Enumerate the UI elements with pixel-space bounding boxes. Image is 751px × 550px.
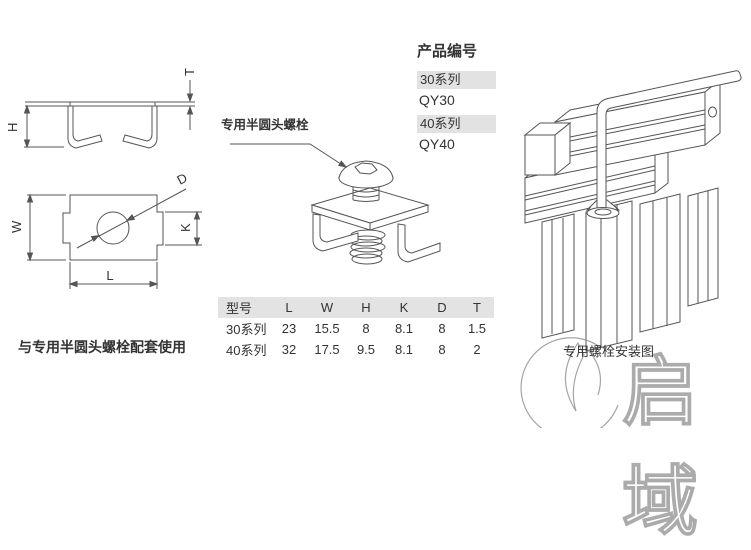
center-hole bbox=[96, 211, 130, 245]
col-header-h: H bbox=[361, 300, 371, 315]
cell-t: 2 bbox=[473, 342, 481, 357]
cell-l: 23 bbox=[281, 321, 297, 336]
col-header-w: W bbox=[320, 300, 334, 315]
brand-watermark-text: 启域 bbox=[621, 349, 708, 545]
bolt-neck-threads bbox=[352, 186, 380, 202]
bolt-funnel-rim bbox=[586, 205, 620, 219]
cell-w: 17.5 bbox=[314, 342, 340, 357]
vertical-profiles bbox=[541, 187, 719, 352]
profile-end-cube bbox=[523, 121, 572, 177]
logo-inner-arc bbox=[587, 349, 601, 396]
cell-d: 8 bbox=[438, 342, 446, 357]
cell-d: 8 bbox=[438, 321, 446, 336]
cell-k: 8.1 bbox=[394, 342, 414, 357]
hex-socket bbox=[354, 162, 378, 175]
installation-3d-drawing bbox=[523, 70, 742, 352]
series-badge-40: 40系列 bbox=[417, 115, 496, 133]
clip-plate bbox=[310, 187, 430, 231]
bolt-head bbox=[338, 160, 394, 189]
series-code-30: QY30 bbox=[419, 92, 455, 108]
logo-swoosh bbox=[564, 341, 585, 412]
hex-key bbox=[596, 70, 742, 209]
clip-side-profile bbox=[25, 101, 195, 149]
table-row: 40系列 32 17.5 9.5 8.1 8 2 bbox=[218, 339, 494, 360]
bolt-callout-label: 专用半圆头螺栓 bbox=[221, 118, 309, 132]
dim-label-t: T bbox=[182, 68, 197, 76]
dimension-w: W bbox=[9, 193, 66, 262]
table-row: 30系列 23 15.5 8 8.1 8 1.5 bbox=[218, 318, 494, 339]
callout-leader-line bbox=[230, 143, 348, 168]
cell-h: 8 bbox=[362, 321, 370, 336]
dimension-h: H bbox=[5, 104, 64, 149]
cell-model: 40系列 bbox=[226, 343, 267, 358]
installation-caption: 专用螺栓安装图 bbox=[563, 344, 655, 359]
clip-legs bbox=[312, 213, 441, 263]
clip-top-outline bbox=[62, 194, 164, 261]
dim-label-l: L bbox=[106, 268, 113, 283]
dim-label-h: H bbox=[5, 123, 20, 132]
dim-label-w: W bbox=[9, 220, 24, 233]
cell-l: 32 bbox=[281, 342, 297, 357]
cell-model: 30系列 bbox=[226, 322, 267, 337]
col-header-t: T bbox=[473, 300, 481, 315]
spec-table-header-row: 型号 L W H K D T bbox=[218, 297, 494, 318]
spec-table: 型号 L W H K D T 30系列 23 15.5 8 8.1 8 1.5 … bbox=[218, 297, 494, 360]
dimension-t: T bbox=[182, 68, 197, 130]
dimension-k: K bbox=[165, 210, 202, 247]
cell-w: 15.5 bbox=[314, 321, 340, 336]
brand-logo-watermark bbox=[520, 337, 619, 428]
cell-k: 8.1 bbox=[394, 321, 414, 336]
clip-nut-3d-drawing bbox=[230, 143, 441, 265]
clip-top-view-drawing: D W K L bbox=[9, 170, 202, 289]
right-leg bbox=[122, 106, 158, 149]
logo-circle-arc bbox=[520, 337, 619, 428]
cell-h: 9.5 bbox=[356, 342, 376, 357]
col-header-l: L bbox=[285, 300, 293, 315]
usage-note: 与专用半圆头螺栓配套使用 bbox=[18, 339, 186, 355]
col-header-d: D bbox=[437, 300, 447, 315]
col-header-model: 型号 bbox=[226, 301, 253, 316]
series-badge-30: 30系列 bbox=[417, 71, 496, 89]
dimension-l: L bbox=[68, 262, 159, 289]
left-leg bbox=[67, 106, 103, 149]
clip-side-view-drawing: H T bbox=[5, 68, 197, 149]
cell-t: 1.5 bbox=[467, 321, 487, 336]
dim-label-k: K bbox=[178, 223, 193, 232]
product-codes-section: 产品编号 30系列 QY30 40系列 QY40 bbox=[417, 40, 527, 156]
dim-label-d: D bbox=[174, 170, 189, 188]
product-codes-heading: 产品编号 bbox=[417, 43, 478, 60]
series-code-40: QY40 bbox=[419, 136, 455, 152]
dimension-d: D bbox=[76, 170, 190, 249]
col-header-k: K bbox=[399, 300, 409, 315]
